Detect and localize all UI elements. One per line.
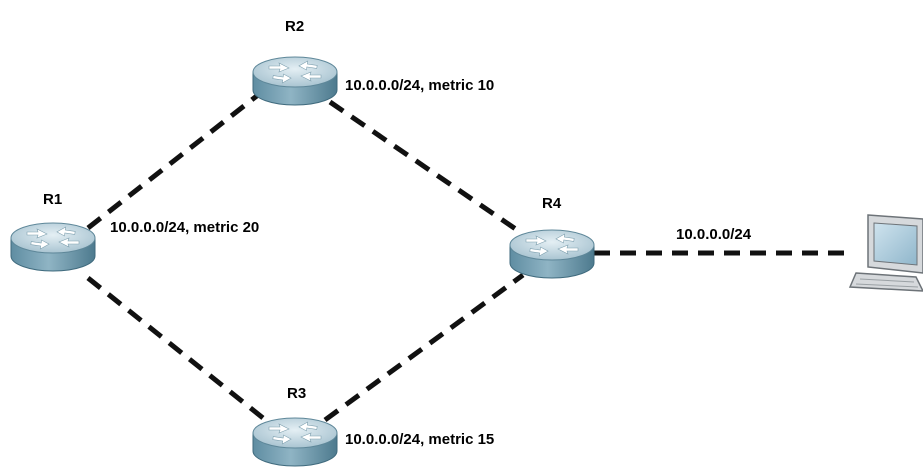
link-r1-r3 <box>86 276 270 424</box>
link-r2-r4 <box>328 99 522 235</box>
router-icon[interactable] <box>10 222 96 272</box>
router-icon[interactable] <box>252 417 338 467</box>
network-annotation-pc: 10.0.0.0/24 <box>676 226 752 243</box>
router-icon[interactable] <box>509 229 595 279</box>
routers-layer <box>10 56 595 467</box>
router-label-r4: R4 <box>542 195 562 212</box>
router-icon[interactable] <box>252 56 338 106</box>
router-label-r3: R3 <box>287 385 307 402</box>
router-label-r1: R1 <box>43 191 63 208</box>
route-annotation-r1: 10.0.0.0/24, metric 20 <box>110 219 260 236</box>
link-r1-r2 <box>86 93 260 230</box>
link-r3-r4 <box>323 272 525 423</box>
route-annotation-r3: 10.0.0.0/24, metric 15 <box>345 431 495 448</box>
workstation-icon[interactable] <box>848 214 923 292</box>
links-layer <box>86 93 848 424</box>
route-annotation-r2: 10.0.0.0/24, metric 10 <box>345 77 495 94</box>
router-label-r2: R2 <box>285 18 305 35</box>
